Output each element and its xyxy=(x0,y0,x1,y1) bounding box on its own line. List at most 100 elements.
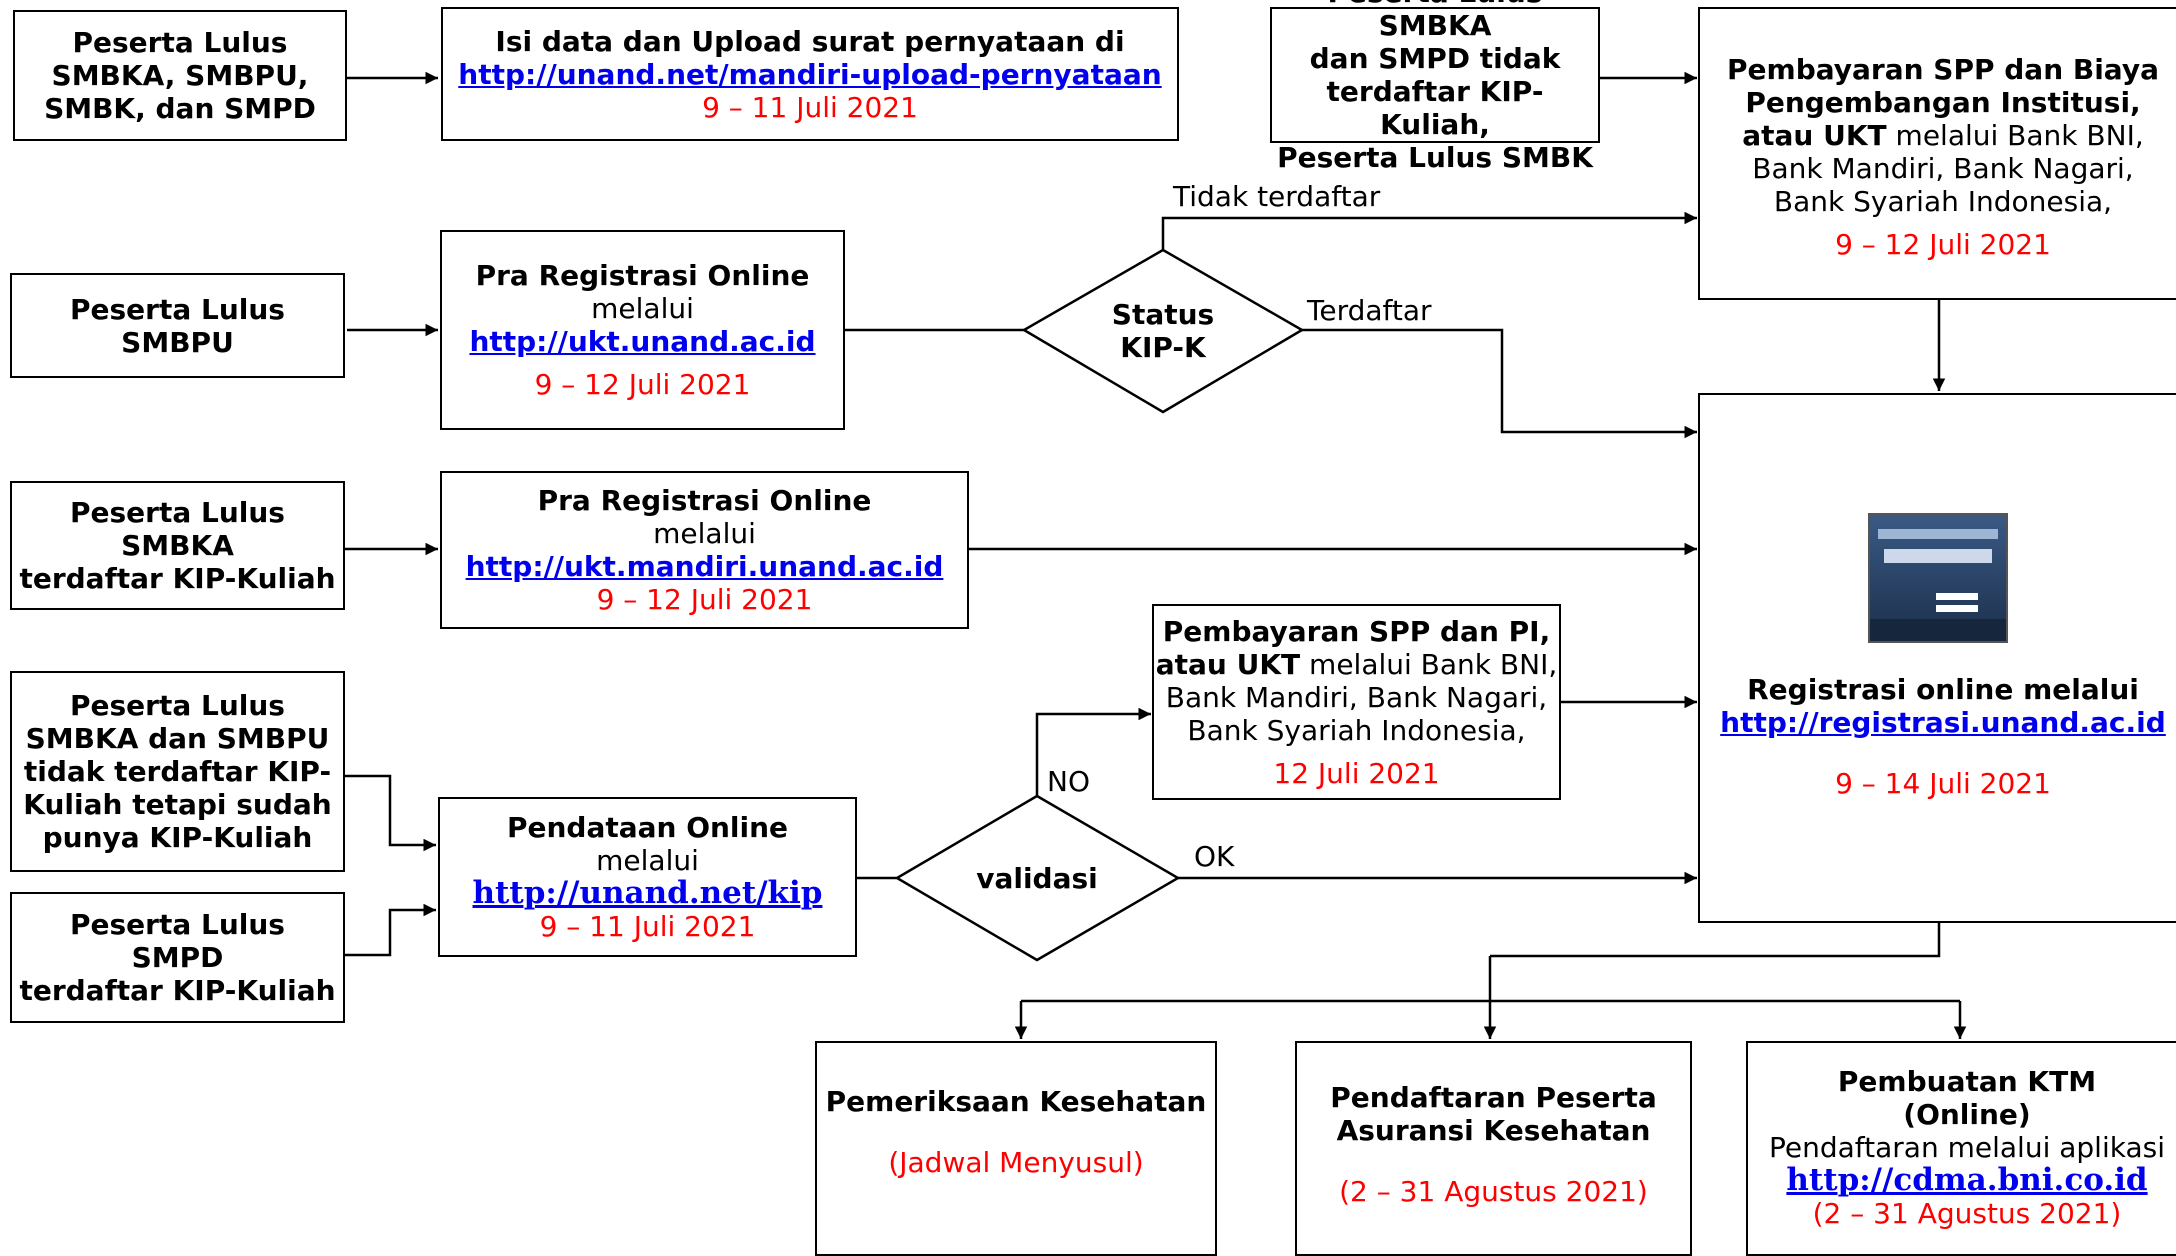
step-title: Pengembangan Institusi, xyxy=(1745,86,2141,119)
registration-screenshot-thumbnail xyxy=(1868,513,2008,643)
label-no: NO xyxy=(1047,765,1090,798)
source-line: Peserta Lulus xyxy=(70,496,285,529)
step-date: 12 Juli 2021 xyxy=(1273,756,1440,790)
arrow-kip-tidak-terdaftar xyxy=(1161,211,1697,250)
source-line: terdaftar KIP-Kuliah xyxy=(19,562,336,595)
upload-link[interactable]: http://unand.net/mandiri-upload-pernyata… xyxy=(458,57,1162,91)
step-text: Pendaftaran melalui aplikasi xyxy=(1769,1131,2165,1164)
label-terdaftar: Terdaftar xyxy=(1307,294,1432,327)
step-title: Pra Registrasi Online xyxy=(537,484,872,517)
source-line: Peserta Lulus xyxy=(70,292,285,326)
label-tidak-terdaftar: Tidak terdaftar xyxy=(1173,180,1381,213)
decision-validasi-label: validasi xyxy=(947,862,1127,895)
source-line: Peserta Lulus xyxy=(72,26,288,59)
step-text: melalui Bank BNI, xyxy=(1300,647,1558,681)
thumbnail-footer xyxy=(1870,619,2006,641)
step-title: Isi data dan Upload surat pernyataan di xyxy=(495,24,1125,58)
thumbnail-banner xyxy=(1884,549,1992,563)
step-text: Bank Mandiri, Bank Nagari, xyxy=(1752,152,2134,185)
asuransi-kesehatan-box: Pendaftaran Peserta Asuransi Kesehatan (… xyxy=(1295,1041,1692,1256)
source-smbka-smpd-not-kip: Peserta Lulus SMBKA dan SMPD tidak terda… xyxy=(1270,0,1600,174)
step-date: 9 – 12 Juli 2021 xyxy=(1835,228,2051,261)
arrow-kip-terdaftar xyxy=(1302,328,1697,439)
step-title: Registrasi online melalui xyxy=(1747,673,2139,706)
decision-validasi-diamond xyxy=(894,794,1181,962)
step-text: Bank Mandiri, Bank Nagari, xyxy=(1165,680,1548,714)
arrow-has-kip-to-pendataan xyxy=(345,774,436,852)
step-date: (2 – 31 Agustus 2021) xyxy=(1339,1175,1648,1208)
source-line: Peserta Lulus SMBK xyxy=(1277,141,1593,174)
step-date: (Jadwal Menyusul) xyxy=(888,1146,1144,1179)
source-smbka-kip: Peserta Lulus SMBKA terdaftar KIP-Kuliah xyxy=(10,481,345,610)
source-line: Peserta Lulus SMBKA xyxy=(1328,0,1543,42)
source-smpd-kip: Peserta Lulus SMPD terdaftar KIP-Kuliah xyxy=(10,892,345,1023)
arrow-smpd-kip-to-pendataan xyxy=(345,903,436,957)
step-title: Pra Registrasi Online xyxy=(475,259,810,292)
step-text: melalui xyxy=(653,517,756,550)
source-line: SMBK, dan SMPD xyxy=(44,92,316,125)
pembuatan-ktm-box: Pembuatan KTM (Online) Pendaftaran melal… xyxy=(1746,1041,2176,1256)
source-line: SMPD xyxy=(131,941,224,974)
ukt-mandiri-link[interactable]: http://ukt.mandiri.unand.ac.id xyxy=(465,550,944,583)
source-line: tidak terdaftar KIP- xyxy=(23,755,332,788)
label-ok: OK xyxy=(1194,840,1235,873)
source-line: SMBKA xyxy=(121,529,234,562)
step-text: melalui xyxy=(591,292,694,325)
step-title: Asuransi Kesehatan xyxy=(1336,1114,1651,1147)
source-line: dan SMPD tidak xyxy=(1309,42,1561,75)
step-text: melalui xyxy=(596,844,699,877)
registrasi-link[interactable]: http://registrasi.unand.ac.id xyxy=(1720,706,2166,739)
step-title: (Online) xyxy=(1903,1098,2031,1131)
step-text: melalui Bank BNI, xyxy=(1886,119,2144,152)
source-line: Kuliah tetapi sudah xyxy=(23,788,332,821)
source-all-participants: Peserta Lulus SMBKA, SMBPU, SMBK, dan SM… xyxy=(13,10,347,141)
source-line: SMBKA dan SMBPU xyxy=(25,722,330,755)
connector-registrasi-down xyxy=(1490,923,1941,958)
source-line: terdaftar KIP-Kuliah, xyxy=(1326,75,1544,141)
step-title: atau UKT xyxy=(1742,119,1887,152)
step-date: (2 – 31 Agustus 2021) xyxy=(1812,1197,2122,1230)
decision-line: Status xyxy=(1111,298,1215,331)
payment-spp-bi-box: Pembayaran SPP dan Biaya Pengembangan In… xyxy=(1698,7,2176,300)
decision-kip-diamond xyxy=(1021,248,1305,414)
step-title: Pemeriksaan Kesehatan xyxy=(825,1085,1207,1118)
step-title: Pembayaran SPP dan PI, xyxy=(1162,614,1551,648)
step-title: atau UKT xyxy=(1155,647,1301,681)
source-line: terdaftar KIP-Kuliah xyxy=(19,974,336,1007)
decision-line: validasi xyxy=(976,862,1098,895)
thumbnail-field xyxy=(1936,605,1978,612)
thumbnail-header xyxy=(1878,529,1998,539)
step-title: Pendaftaran Peserta xyxy=(1330,1081,1657,1114)
step-title: Pembuatan KTM xyxy=(1837,1065,2097,1098)
step-date: 9 – 11 Juli 2021 xyxy=(539,910,756,943)
decision-kip-label: Status KIP-K xyxy=(1063,298,1263,364)
step-title: Pendataan Online xyxy=(506,811,789,844)
source-line: SMBKA, SMBPU, xyxy=(51,59,309,92)
ukt-link[interactable]: http://ukt.unand.ac.id xyxy=(469,325,816,358)
source-line: SMBPU xyxy=(121,325,234,359)
kip-link[interactable]: http://unand.net/kip xyxy=(472,875,823,911)
step-text: Bank Syariah Indonesia, xyxy=(1187,713,1526,747)
source-line: Peserta Lulus xyxy=(70,689,285,722)
source-line: punya KIP-Kuliah xyxy=(42,821,313,854)
source-has-kip-card: Peserta Lulus SMBKA dan SMBPU tidak terd… xyxy=(10,671,345,872)
source-line: Peserta Lulus xyxy=(70,908,285,941)
decision-line: KIP-K xyxy=(1120,331,1206,364)
prareg-mandiri-box: Pra Registrasi Online melalui http://ukt… xyxy=(440,471,969,629)
pemeriksaan-kesehatan-box: Pemeriksaan Kesehatan (Jadwal Menyusul) xyxy=(815,1041,1217,1256)
step-date: 9 – 12 Juli 2021 xyxy=(596,583,813,616)
step-date: 9 – 12 Juli 2021 xyxy=(534,368,751,401)
payment-spp-pi-box: Pembayaran SPP dan PI, atau UKT melalui … xyxy=(1152,604,1561,800)
step-title: Pembayaran SPP dan Biaya xyxy=(1727,53,2159,86)
cdma-link[interactable]: http://cdma.bni.co.id xyxy=(1786,1162,2148,1198)
pendataan-online-box: Pendataan Online melalui http://unand.ne… xyxy=(438,797,857,957)
step-date: 9 – 14 Juli 2021 xyxy=(1835,767,2051,800)
upload-statement-box: Isi data dan Upload surat pernyataan di … xyxy=(441,7,1179,141)
step-text: Bank Syariah Indonesia, xyxy=(1773,185,2113,218)
arrow-validasi-no xyxy=(1035,707,1151,796)
registrasi-online-box: Registrasi online melalui http://registr… xyxy=(1698,393,2176,923)
step-date: 9 – 11 Juli 2021 xyxy=(702,90,918,124)
prareg-ukt-box: Pra Registrasi Online melalui http://ukt… xyxy=(440,230,845,430)
thumbnail-field xyxy=(1936,593,1978,600)
